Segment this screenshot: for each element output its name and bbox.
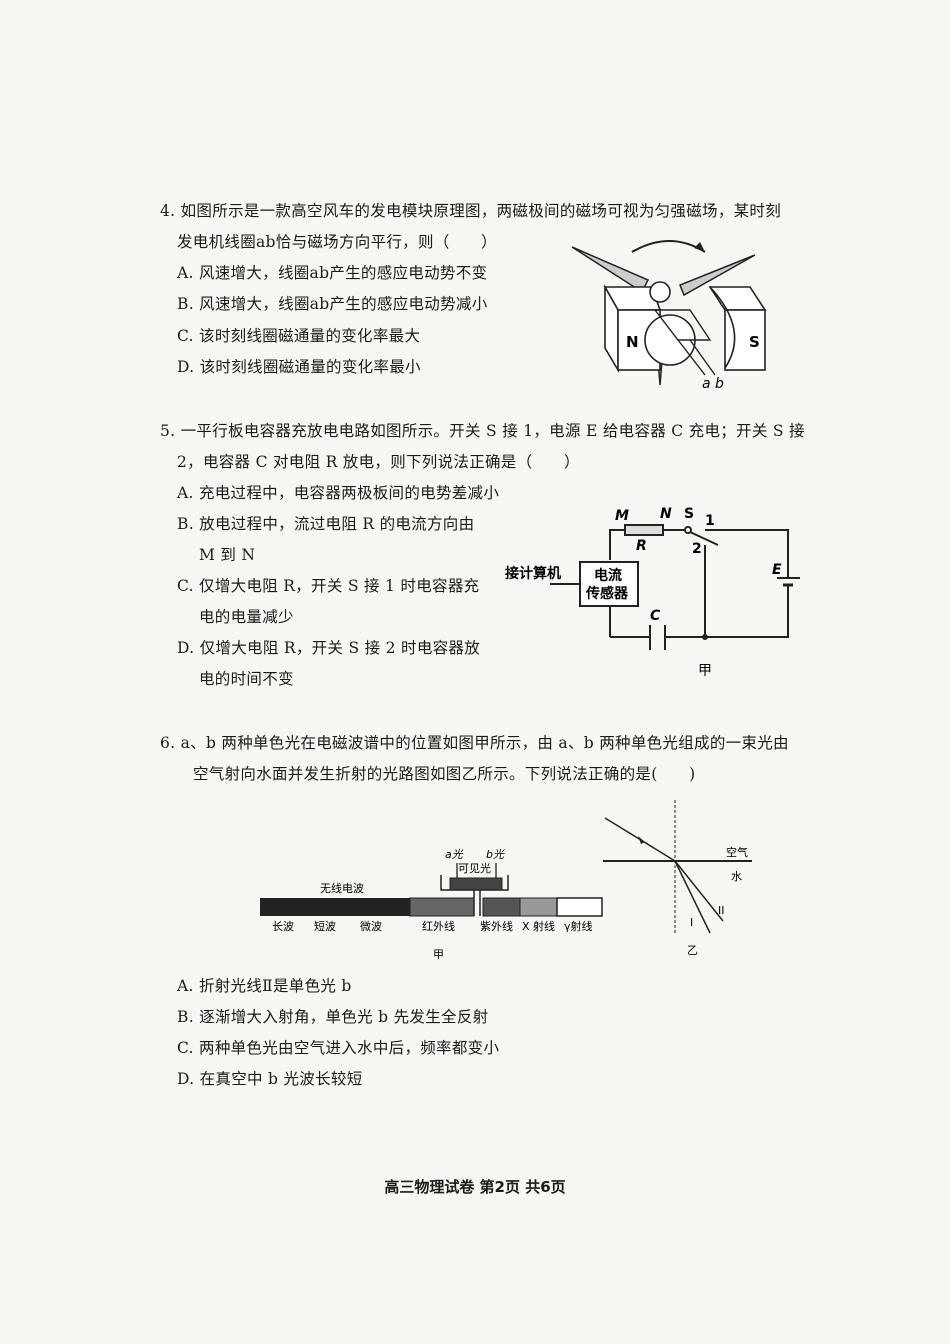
q6-stem-line2: 空气射向水面并发生折射的光路图如图乙所示。下列说法正确的是( ) <box>193 765 696 783</box>
q4-stem-line1: 4. 如图所示是一款高空风车的发电模块原理图，两磁极间的磁场可视为匀强磁场，某时… <box>160 202 782 220</box>
q5-option-c: C. 仅增大电阻 R，开关 S 接 1 时电容器充 <box>177 577 480 595</box>
label-1: 1 <box>705 513 715 529</box>
q5-option-b-cont: M 到 N <box>199 546 256 564</box>
q6-stem-line1: 6. a、b 两种单色光在电磁波谱中的位置如图甲所示，由 a、b 两种单色光组成… <box>160 734 789 752</box>
segment-x-ray: X 射线 <box>522 919 555 933</box>
q6-option-c: C. 两种单色光由空气进入水中后，频率都变小 <box>177 1039 500 1057</box>
a-light-label: a光 <box>445 848 464 861</box>
label-2: 2 <box>692 541 702 557</box>
q5-option-c-cont: 电的电量减少 <box>199 608 294 626</box>
computer-label: 接计算机 <box>505 565 561 582</box>
segment-infrared: 红外线 <box>422 919 455 933</box>
segment-ultraviolet: 紫外线 <box>480 919 513 933</box>
figure-caption-jia: 甲 <box>698 663 712 679</box>
page-footer: 高三物理试卷 第2页 共6页 <box>384 1178 566 1196</box>
q5-option-a: A. 充电过程中，电容器两极板间的电势差减小 <box>177 484 500 502</box>
q4-option-c: C. 该时刻线圈磁通量的变化率最大 <box>177 327 421 345</box>
q4-stem-line2: 发电机线圈ab恰与磁场方向平行，则（ ） <box>177 233 497 251</box>
spectrum-figure: 无线电波 a光 b光 可见光 长波 短波 微波 红外线 紫外线 X 射线 γ射线… <box>260 848 603 961</box>
label-c: C <box>650 608 661 624</box>
q6-option-a: A. 折射光线Ⅱ是单色光 b <box>177 977 352 995</box>
q6-option-d: D. 在真空中 b 光波长较短 <box>177 1070 363 1088</box>
q5-option-d-cont: 电的时间不变 <box>199 670 294 688</box>
radio-wave-label: 无线电波 <box>320 881 364 895</box>
pole-n-label: N <box>626 333 639 351</box>
segment-microwave: 微波 <box>360 919 382 933</box>
visible-light-label: 可见光 <box>458 861 491 875</box>
sensor-label-1: 电流 <box>594 567 622 584</box>
label-s: S <box>684 506 694 522</box>
coil-ab-label: a b <box>702 376 724 392</box>
capacitor-circuit-figure: M N R S 1 2 E C 电流 传感器 接计算机 甲 <box>505 506 800 679</box>
q4-option-d: D. 该时刻线圈磁通量的变化率最小 <box>177 358 421 376</box>
q6-option-b: B. 逐渐增大入射角，单色光 b 先发生全反射 <box>177 1008 489 1026</box>
label-e: E <box>772 562 782 578</box>
segment-long-wave: 长波 <box>272 920 294 933</box>
segment-short-wave: 短波 <box>314 919 336 933</box>
label-m: M <box>615 508 629 524</box>
pole-s-label: S <box>749 333 760 351</box>
label-r: R <box>636 538 647 554</box>
water-label: 水 <box>731 870 742 883</box>
refraction-figure: 空气 水 I II 乙 <box>603 800 752 957</box>
q5-stem-line2: 2，电容器 C 对电阻 R 放电，则下列说法正确是（ ） <box>177 453 580 471</box>
wind-generator-figure: N S a b <box>571 240 767 392</box>
b-light-label: b光 <box>486 848 505 861</box>
q4-option-a: A. 风速增大，线圈ab产生的感应电动势不变 <box>177 264 488 282</box>
air-label: 空气 <box>726 845 748 859</box>
q5-stem-line1: 5. 一平行板电容器充放电电路如图所示。开关 S 接 1，电源 E 给电容器 C… <box>160 422 805 440</box>
sensor-label-2: 传感器 <box>585 585 629 602</box>
ray-i-label: I <box>690 916 693 929</box>
q5-option-d: D. 仅增大电阻 R，开关 S 接 2 时电容器放 <box>177 639 481 657</box>
label-n: N <box>660 506 672 522</box>
spectrum-caption: 甲 <box>433 948 444 961</box>
segment-gamma-ray: γ射线 <box>564 919 593 933</box>
q4-option-b: B. 风速增大，线圈ab产生的感应电动势减小 <box>177 295 488 313</box>
q5-option-b: B. 放电过程中，流过电阻 R 的电流方向由 <box>177 515 475 533</box>
refraction-caption: 乙 <box>687 944 698 957</box>
ray-ii-label: II <box>718 904 725 917</box>
